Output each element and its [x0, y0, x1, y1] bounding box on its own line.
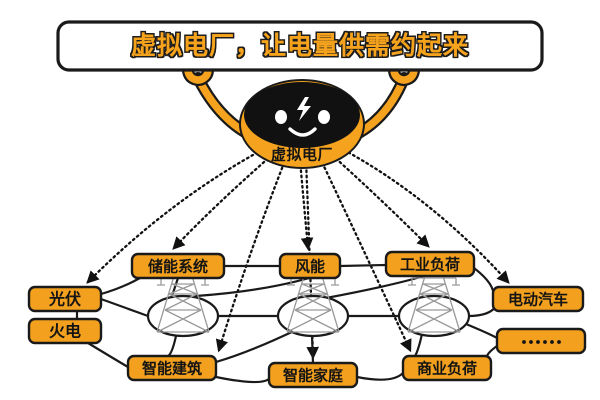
link-smartbuild-smarthome	[214, 375, 271, 384]
node-box	[130, 252, 226, 280]
substation-middle	[276, 275, 350, 338]
mascot-right-eye-icon	[318, 110, 330, 124]
node-label: 光伏	[48, 290, 81, 309]
substation-ellipse	[146, 294, 220, 338]
node-label: 智能建筑	[142, 360, 202, 378]
link-industrial-ev	[472, 266, 495, 299]
substation-ellipse	[276, 294, 350, 338]
node-ev[interactable]: 电动汽车	[491, 285, 585, 313]
substation-group	[146, 275, 471, 338]
ray-to-ev	[342, 148, 510, 284]
ellipsis-dot-icon	[522, 340, 526, 344]
node-box	[491, 285, 585, 313]
smile-icon	[288, 127, 317, 137]
link-substationR-commercial	[412, 332, 424, 360]
link-substationR-ev	[466, 304, 498, 318]
link-pv-substation-left	[99, 297, 150, 318]
ellipsis-dot-icon	[550, 340, 554, 344]
link-wind-industrial	[338, 263, 388, 268]
ellipsis-dot-icon	[543, 340, 547, 344]
node-box	[27, 285, 103, 313]
node-industrial[interactable]: 工业负荷	[384, 250, 476, 278]
node-box	[278, 252, 342, 280]
link-smarthome-commercial	[355, 371, 405, 381]
banner-title: 虚拟电厂，让电量供需约起来	[131, 31, 469, 60]
link-thermal-smartbuild	[86, 341, 130, 369]
banner-background	[56, 20, 544, 72]
node-label: 工业负荷	[400, 256, 460, 274]
link-substationM-industrial-cross	[324, 274, 426, 300]
node-pv[interactable]: 光伏	[27, 285, 103, 313]
transmission-tower-icon	[286, 275, 340, 333]
node-label: 智能家庭	[283, 367, 344, 385]
node-storage[interactable]: 储能系统	[130, 252, 226, 280]
mascot-virtual-power-plant[interactable]: 虚拟电厂	[239, 79, 365, 169]
node-box	[27, 317, 103, 345]
link-pv-storage	[99, 276, 142, 296]
node-label: 风能	[295, 258, 325, 276]
node-label: 火电	[49, 322, 81, 341]
substation-ellipse	[397, 294, 471, 338]
ellipsis-dot-icon	[557, 340, 561, 344]
substation-right	[397, 275, 471, 338]
ray-to-pv	[86, 148, 264, 284]
link-substationM-smartbuild-cross	[214, 328, 298, 364]
node-box	[126, 354, 218, 382]
ray-to-storage	[172, 153, 274, 250]
node-smarthome[interactable]: 智能家庭	[267, 361, 359, 389]
ellipsis-dot-icon	[536, 340, 540, 344]
ray-to-smartbuild	[215, 156, 288, 353]
node-label: 商业负荷	[417, 360, 477, 378]
node-thermal[interactable]: 火电	[27, 317, 103, 345]
node-label: 电动汽车	[508, 291, 568, 309]
link-substationM-smarthome	[310, 334, 315, 365]
node-box	[401, 354, 493, 382]
link-substationL-smartbuild	[166, 334, 178, 358]
mascot-left-eye-icon	[275, 110, 287, 124]
ray-to-wind	[298, 158, 314, 251]
transmission-tower-icon	[156, 275, 210, 333]
ellipsis-dot-icon	[529, 340, 533, 344]
lightning-bolt-icon	[297, 97, 311, 121]
ray-to-commercial	[318, 156, 412, 353]
node-commercial[interactable]: 商业负荷	[401, 354, 493, 382]
link-substationR-etc	[464, 322, 499, 340]
title-banner: 虚拟电厂，让电量供需约起来	[56, 20, 544, 72]
node-box	[267, 361, 359, 389]
substation-left	[146, 275, 220, 338]
ray-to-industrial	[330, 153, 430, 248]
node-etc[interactable]	[495, 327, 587, 355]
node-smartbuild[interactable]: 智能建筑	[126, 354, 218, 382]
node-label: 储能系统	[148, 258, 208, 276]
transmission-tower-icon	[407, 275, 461, 333]
mascot-label: 虚拟电厂	[271, 146, 333, 164]
node-box	[495, 327, 587, 355]
node-box	[384, 250, 476, 278]
node-wind[interactable]: 风能	[278, 252, 342, 280]
